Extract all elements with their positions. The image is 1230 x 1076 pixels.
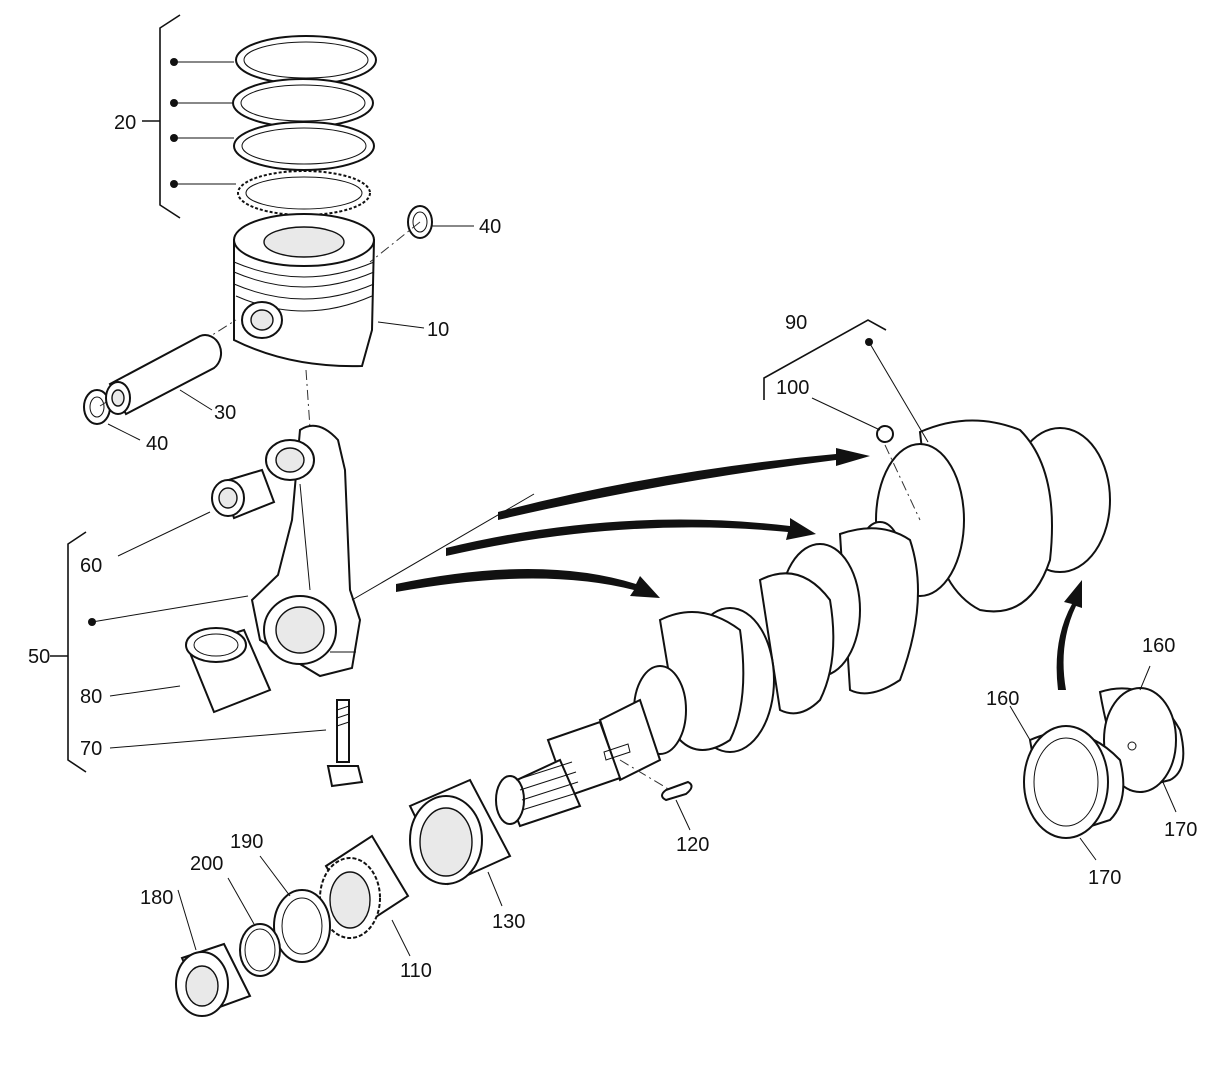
connecting-rod	[250, 424, 362, 678]
rod-bracket	[50, 531, 249, 773]
crankshaft	[495, 419, 1111, 828]
label-200: 200	[190, 853, 223, 875]
plug	[876, 425, 894, 443]
label-90: 90	[785, 312, 807, 334]
crankshaft-bracket	[763, 319, 929, 443]
label-80: 80	[80, 686, 102, 708]
main-bearing-front	[1023, 725, 1125, 839]
big-end-bearing	[185, 627, 272, 714]
label-160-left: 160	[986, 688, 1019, 710]
piston	[233, 213, 376, 368]
ring	[239, 923, 281, 977]
label-10: 10	[427, 319, 449, 341]
label-180: 180	[140, 887, 173, 909]
label-120: 120	[676, 834, 709, 856]
label-100: 100	[776, 377, 809, 399]
label-170-bottom: 170	[1088, 867, 1121, 889]
label-70: 70	[80, 738, 102, 760]
small-end-bushing	[211, 468, 276, 520]
gear	[319, 834, 410, 939]
assembly-arrows	[351, 448, 1082, 690]
ring-bracket	[142, 14, 236, 219]
piston-rings	[232, 35, 377, 216]
rod-bolt	[326, 699, 364, 788]
label-160-right: 160	[1142, 635, 1175, 657]
piston-pin	[105, 334, 223, 416]
label-190: 190	[230, 831, 263, 853]
leader-lines	[107, 225, 1177, 957]
label-30: 30	[214, 402, 236, 424]
label-40-lower: 40	[146, 433, 168, 455]
label-20: 20	[114, 112, 136, 134]
label-50: 50	[28, 646, 50, 668]
key	[661, 780, 693, 802]
label-110: 110	[400, 960, 432, 982]
sleeve	[408, 778, 512, 886]
label-130: 130	[492, 911, 525, 933]
label-60: 60	[80, 555, 102, 577]
label-40-upper: 40	[479, 216, 501, 238]
bush	[175, 942, 252, 1017]
label-170-right: 170	[1164, 819, 1197, 841]
shim	[273, 889, 331, 963]
